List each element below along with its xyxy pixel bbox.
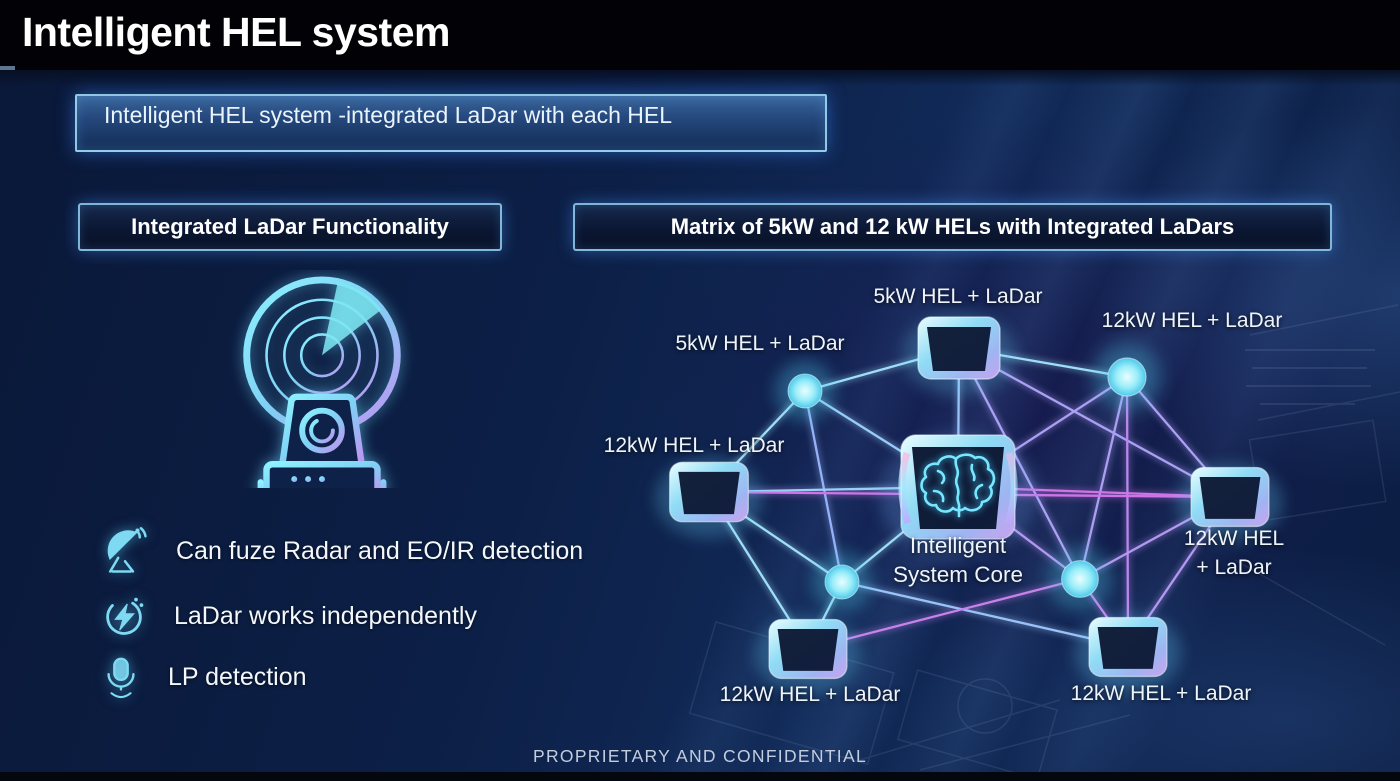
radar-camera-icon (243, 276, 401, 488)
banner-box: Intelligent HEL system -integrated LaDar… (75, 94, 827, 152)
node-label-bottom-left: 12kW HEL + LaDar (719, 683, 901, 706)
core-label: Intelligent System Core (893, 531, 1023, 589)
title-bar: Intelligent HEL system (0, 0, 1400, 70)
edge-notch (0, 66, 15, 70)
bullet-text: LaDar works independently (174, 601, 477, 630)
bullet-text: Can fuze Radar and EO/IR detection (176, 536, 584, 565)
microphone-icon (107, 657, 135, 699)
page-title: Intelligent HEL system (22, 9, 450, 55)
hel-node-bottom-right (1075, 613, 1181, 693)
node-label-upper-right: 12kW HEL + LaDar (1101, 309, 1283, 332)
left-section-header: Integrated LaDar Functionality (78, 203, 502, 251)
bullet-lp-detection: LP detection (100, 654, 307, 700)
footer-text: PROPRIETARY AND CONFIDENTIAL (533, 746, 867, 766)
lightning-circle-icon (106, 597, 144, 635)
bottom-strip (0, 772, 1400, 781)
right-section-header-label: Matrix of 5kW and 12 kW HELs with Integr… (670, 214, 1235, 239)
node-label-top: 5kW HEL + LaDar (873, 285, 1043, 308)
bullet-ladar-independent: LaDar works independently (100, 592, 477, 640)
junction-node-lower-left (812, 552, 872, 612)
bullet-text: LP detection (168, 662, 307, 691)
satellite-dish-icon (107, 527, 147, 573)
right-section-header: Matrix of 5kW and 12 kW HELs with Integr… (573, 203, 1332, 251)
left-section-header-label: Integrated LaDar Functionality (131, 214, 449, 239)
hel-node-left (655, 457, 763, 538)
junction-node-upper-right (1093, 343, 1160, 410)
junction-node-lower-right (1048, 547, 1113, 612)
hel-node-top (903, 312, 1015, 396)
node-label-upper-left: 5kW HEL + LaDar (675, 332, 845, 355)
core-label-line2: System Core (892, 562, 1024, 587)
junction-node-upper-left (775, 361, 835, 421)
node-label-right-line1: 12kW HEL (1183, 527, 1285, 550)
node-label-right: 12kW HEL + LaDar (1184, 524, 1284, 582)
node-label-left: 12kW HEL + LaDar (603, 434, 785, 457)
bullet-fuze-radar: Can fuze Radar and EO/IR detection (100, 526, 583, 576)
title-shadow (0, 70, 1400, 86)
node-label-bottom-right: 12kW HEL + LaDar (1070, 682, 1252, 705)
node-label-right-line2: + LaDar (1196, 556, 1272, 579)
blueprint-sketch (688, 304, 1400, 781)
core-label-line1: Intelligent (909, 533, 1007, 558)
banner-text: Intelligent HEL system -integrated LaDar… (104, 102, 673, 128)
